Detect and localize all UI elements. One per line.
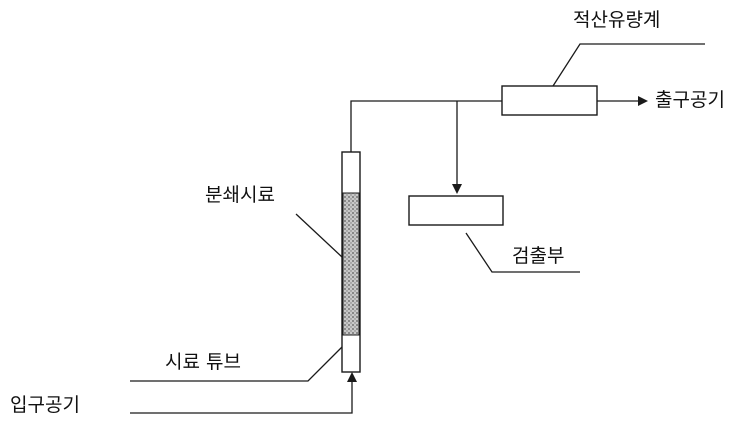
- flowmeter-leader-line: [552, 43, 705, 87]
- outlet-air-label: 출구공기: [655, 89, 725, 111]
- inlet-air-label: 입구공기: [10, 394, 80, 416]
- crushed-sample-packing: [342, 192, 360, 336]
- totalizing-flowmeter-box: [501, 85, 598, 116]
- inlet-arrowhead: [347, 372, 357, 382]
- detector-arrowhead: [452, 184, 462, 194]
- outlet-arrowhead: [638, 96, 648, 106]
- sample-tube-label: 시료 튜브: [165, 351, 241, 373]
- tube-outlet-line: [350, 100, 502, 152]
- detector-box: [408, 195, 504, 226]
- inlet-air-line: [130, 375, 353, 414]
- totalizing-flowmeter-label: 적산유량계: [573, 9, 661, 31]
- detector-leader-line: [465, 232, 580, 273]
- crushed-sample-label: 분쇄시료: [205, 184, 275, 206]
- sample-tube-leader-line: [130, 346, 343, 382]
- detector-label: 검출부: [512, 245, 565, 267]
- crushed-sample-leader-line: [295, 213, 343, 258]
